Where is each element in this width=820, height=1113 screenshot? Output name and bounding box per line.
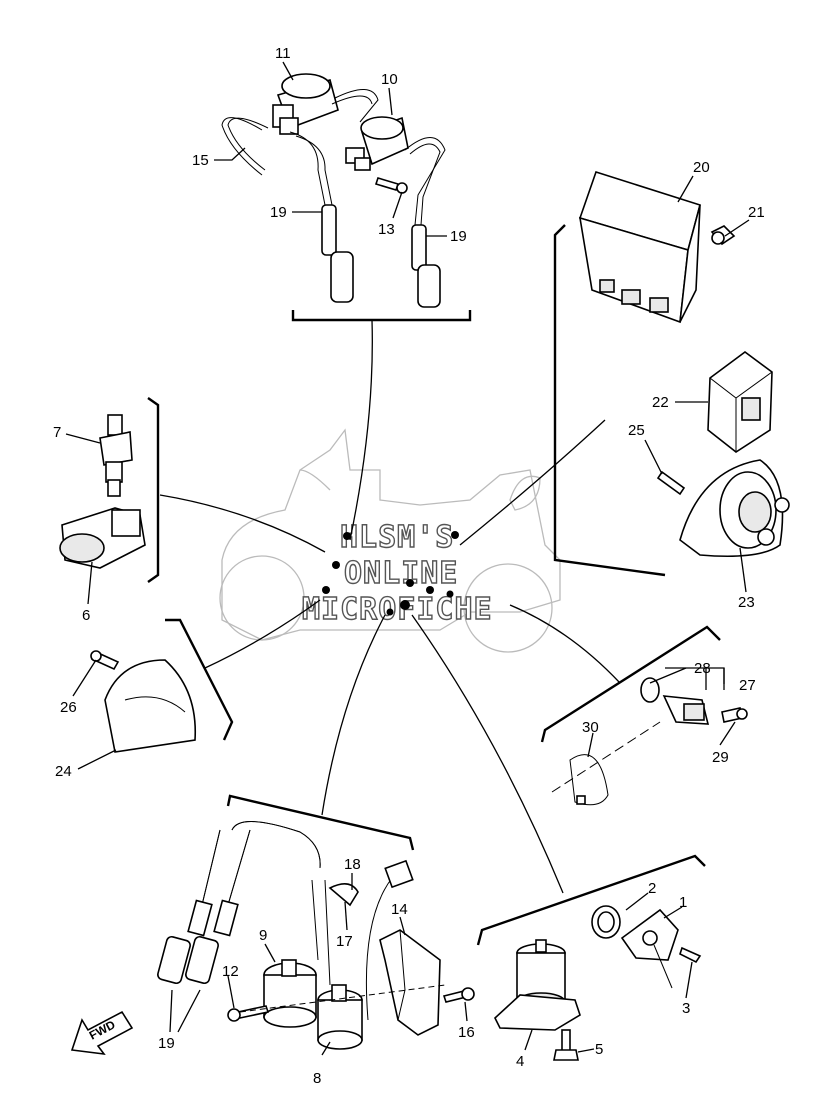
callout-30: 30 <box>582 719 599 736</box>
watermark-line3: MICROFICHE <box>302 592 493 627</box>
callout-27: 27 <box>739 677 756 694</box>
callout-10: 10 <box>381 71 398 88</box>
callout-23: 23 <box>738 594 755 611</box>
horn-left <box>90 650 197 753</box>
leader-lines <box>159 319 621 894</box>
temp-sensors <box>59 414 146 569</box>
callout-labels: 11 10 15 19 13 19 20 21 22 25 23 7 6 26 … <box>53 45 765 1087</box>
callout-29: 29 <box>712 749 729 766</box>
ignition-coil-group-bottom <box>157 821 475 1050</box>
callout-26: 26 <box>60 699 77 716</box>
callout-21: 21 <box>748 204 765 221</box>
callout-11: 11 <box>275 45 291 62</box>
callout-24: 24 <box>55 763 72 780</box>
callout-18: 18 <box>344 856 361 873</box>
callout-3: 3 <box>682 1000 690 1017</box>
solenoid-group <box>494 905 702 1061</box>
callout-1: 1 <box>679 894 687 911</box>
callout-13: 13 <box>378 221 395 238</box>
watermark-line2: ONLINE <box>344 556 458 591</box>
watermark: HLSM'S ONLINE MICROFICHE <box>301 519 493 627</box>
callout-28: 28 <box>694 660 711 677</box>
callout-15: 15 <box>192 152 209 169</box>
callout-17: 17 <box>336 933 353 950</box>
ecu-unit <box>578 171 736 324</box>
horn-right <box>656 459 790 557</box>
callout-leaders <box>65 61 750 1056</box>
group-brackets <box>147 224 721 946</box>
callout-9: 9 <box>259 927 267 944</box>
callout-19-top-right: 19 <box>450 228 467 245</box>
motorcycle-silhouette <box>219 428 561 653</box>
forward-arrow-icon: FWD <box>70 1010 134 1056</box>
callout-4: 4 <box>516 1053 524 1070</box>
callout-16: 16 <box>458 1024 475 1041</box>
callout-6: 6 <box>82 607 90 624</box>
relay <box>707 351 773 453</box>
callout-7: 7 <box>53 424 61 441</box>
callout-2: 2 <box>648 880 656 897</box>
callout-8: 8 <box>313 1070 321 1087</box>
callout-5: 5 <box>595 1041 603 1058</box>
watermark-line1: HLSM'S <box>340 520 454 555</box>
callout-25: 25 <box>628 422 645 439</box>
ignition-coil-group-top <box>221 73 446 308</box>
callout-12: 12 <box>222 963 239 980</box>
location-markers <box>322 531 459 616</box>
callout-20: 20 <box>693 159 710 176</box>
speed-sensor <box>551 677 748 806</box>
callout-14: 14 <box>391 901 408 918</box>
callout-19-bottom: 19 <box>158 1035 175 1052</box>
callout-22: 22 <box>652 394 669 411</box>
callout-19-top-left: 19 <box>270 204 287 221</box>
